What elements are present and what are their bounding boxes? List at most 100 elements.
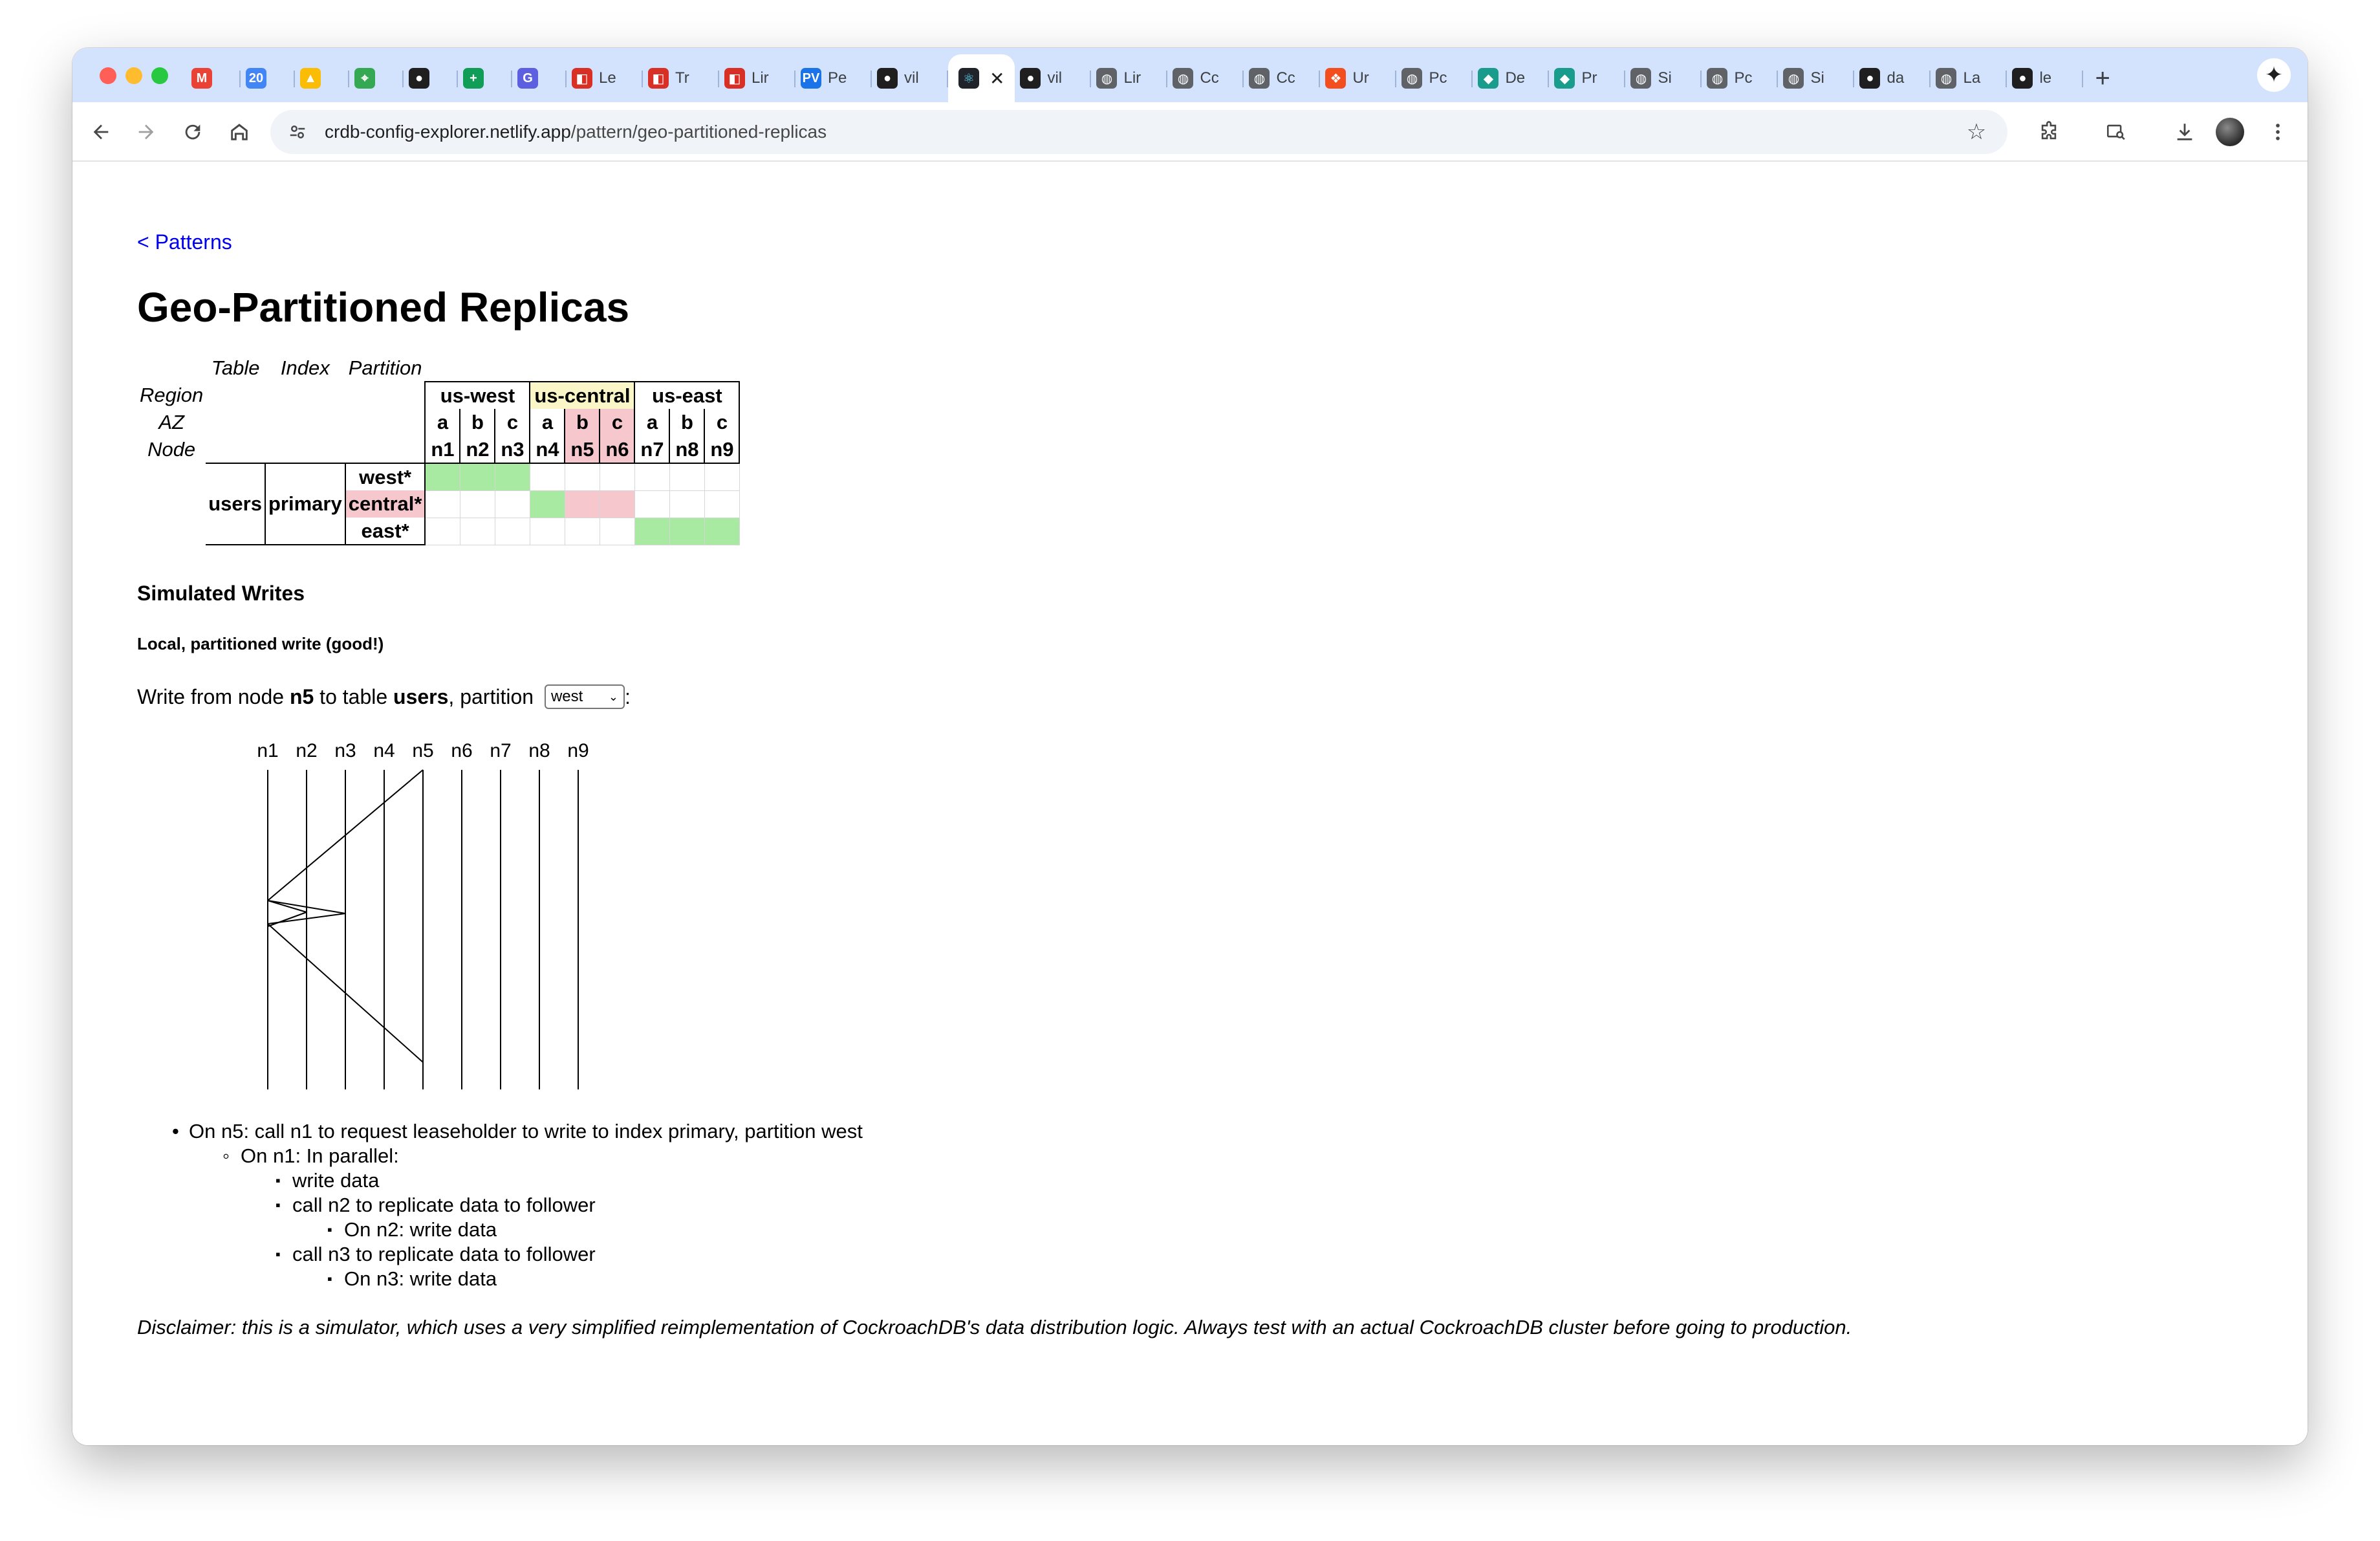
home-icon[interactable] bbox=[222, 115, 256, 149]
forward-arrow-icon[interactable] bbox=[129, 115, 163, 149]
list-item: ▪call n3 to replicate data to follower bbox=[276, 1243, 596, 1265]
url-path: /pattern/geo-partitioned-replicas bbox=[570, 122, 827, 142]
replica-cell bbox=[494, 463, 530, 491]
list-item: ▪call n2 to replicate data to follower bbox=[276, 1194, 596, 1216]
step-text: On n2: write data bbox=[344, 1218, 497, 1241]
browser-tab[interactable]: ◍Cc bbox=[1244, 59, 1321, 98]
step-text: On n3: write data bbox=[344, 1267, 497, 1290]
gemini-sparkle-icon[interactable]: ✦ bbox=[2257, 58, 2291, 92]
page-content: < Patterns Geo-Partitioned Replicas Tabl… bbox=[72, 163, 2308, 1445]
browser-tab[interactable]: ◆Pr bbox=[1549, 59, 1626, 98]
az-header: a bbox=[530, 409, 566, 436]
browser-tab[interactable]: ● le bbox=[2007, 59, 2084, 98]
az-header: c bbox=[600, 409, 636, 436]
browser-tab[interactable]: + bbox=[458, 59, 512, 98]
browser-tab[interactable]: ◍Si bbox=[1625, 59, 1702, 98]
browser-tab[interactable]: ◆De bbox=[1473, 59, 1550, 98]
bookmark-star-icon[interactable]: ☆ bbox=[1966, 120, 1987, 144]
write-sentence: Write from node n5 to table users , part… bbox=[137, 684, 631, 709]
menu-kebab-icon[interactable] bbox=[2261, 115, 2295, 149]
node-header: n7 bbox=[634, 436, 671, 464]
drive-icon: ▲ bbox=[300, 68, 321, 89]
partition-cell: central* bbox=[344, 490, 426, 518]
partition-cell: east* bbox=[344, 518, 426, 545]
node-header: n4 bbox=[530, 436, 566, 464]
extensions-puzzle-icon[interactable] bbox=[2032, 115, 2066, 149]
active-tab[interactable]: ⚛✕ bbox=[948, 54, 1015, 102]
table-name: users bbox=[393, 684, 449, 708]
doc-icon: ◧ bbox=[648, 68, 669, 89]
from-node: n5 bbox=[289, 684, 314, 708]
browser-tab[interactable]: ◧Tr bbox=[643, 59, 719, 98]
browser-tab[interactable]: ⌖ bbox=[349, 59, 404, 98]
tab-title: Pe bbox=[828, 69, 847, 87]
maps-icon: ⌖ bbox=[354, 68, 375, 89]
profile-avatar[interactable] bbox=[2216, 118, 2244, 146]
reload-icon[interactable] bbox=[176, 115, 210, 149]
message-arrow bbox=[267, 913, 346, 924]
sequence-node-label: n3 bbox=[334, 740, 356, 761]
node-header: n8 bbox=[669, 436, 706, 464]
figma-icon: ❖ bbox=[1325, 68, 1347, 89]
tab-title: Cc bbox=[1276, 69, 1295, 87]
replica-cell bbox=[494, 490, 530, 518]
browser-tab[interactable]: ◍Si bbox=[1778, 59, 1855, 98]
back-arrow-icon[interactable] bbox=[84, 115, 118, 149]
browser-tab[interactable]: ▲ bbox=[295, 59, 349, 98]
az-header: a bbox=[425, 409, 461, 436]
write-suffix: : bbox=[624, 684, 631, 708]
blank-cell bbox=[265, 436, 345, 464]
list-item: ▪write data bbox=[276, 1169, 380, 1192]
message-arrow bbox=[267, 900, 346, 914]
browser-tab[interactable]: ◧Le bbox=[567, 59, 643, 98]
site-info-icon[interactable] bbox=[285, 119, 310, 145]
blank-cell bbox=[206, 409, 265, 436]
browser-tab[interactable]: ◍La bbox=[1931, 59, 2007, 98]
replica-cell bbox=[459, 517, 495, 545]
back-to-patterns-link[interactable]: < Patterns bbox=[137, 230, 232, 254]
diamond-icon: ◆ bbox=[1554, 68, 1575, 89]
browser-tab[interactable]: ◍Pc bbox=[1702, 59, 1779, 98]
browser-tab[interactable]: ●vil bbox=[872, 59, 948, 98]
browser-tab[interactable]: 20 bbox=[241, 59, 295, 98]
new-tab-button[interactable]: + bbox=[2095, 63, 2110, 93]
browser-tab[interactable]: ●vil bbox=[1015, 59, 1092, 98]
blank-cell bbox=[345, 382, 426, 409]
browser-tab[interactable]: ◍Pc bbox=[1396, 59, 1473, 98]
blank-cell bbox=[565, 355, 600, 382]
browser-tab[interactable]: ❖Ur bbox=[1320, 59, 1397, 98]
browser-tab[interactable]: ◍Lir bbox=[1091, 59, 1168, 98]
replica-cell bbox=[564, 490, 600, 518]
close-tab-icon[interactable]: ✕ bbox=[990, 68, 1005, 89]
replica-cell bbox=[459, 463, 495, 491]
step-text: call n3 to replicate data to follower bbox=[292, 1243, 596, 1265]
url-text: crdb-config-explorer.netlify.app/pattern… bbox=[325, 122, 827, 142]
blank-cell bbox=[345, 436, 426, 464]
minimize-window-button[interactable] bbox=[125, 67, 142, 84]
download-icon[interactable] bbox=[2168, 115, 2202, 149]
sequence-node-label: n9 bbox=[567, 740, 589, 761]
tab-search-icon[interactable] bbox=[2099, 115, 2133, 149]
close-window-button[interactable] bbox=[100, 67, 116, 84]
browser-tab[interactable]: ◍Cc bbox=[1167, 59, 1244, 98]
partition-select-value: west bbox=[550, 688, 583, 705]
az-header: a bbox=[634, 409, 671, 436]
partition-select[interactable]: west ⌄ bbox=[544, 684, 625, 709]
tab-title: le bbox=[2039, 69, 2052, 87]
node-header: n6 bbox=[600, 436, 636, 464]
browser-tab[interactable]: M bbox=[186, 59, 241, 98]
step-text: call n2 to replicate data to follower bbox=[292, 1194, 596, 1216]
browser-tab[interactable]: G bbox=[512, 59, 567, 98]
tab-title: Pc bbox=[1734, 69, 1753, 87]
browser-tab[interactable]: ● bbox=[404, 59, 458, 98]
github-icon: ● bbox=[2012, 68, 2033, 89]
maximize-window-button[interactable] bbox=[151, 67, 168, 84]
react-icon: ⚛ bbox=[958, 68, 979, 89]
region-header: us-west bbox=[425, 381, 531, 409]
browser-tab[interactable]: ●da bbox=[1854, 59, 1931, 98]
browser-tab[interactable]: ◧Lir bbox=[719, 59, 795, 98]
address-bar[interactable]: crdb-config-explorer.netlify.app/pattern… bbox=[270, 110, 2007, 154]
